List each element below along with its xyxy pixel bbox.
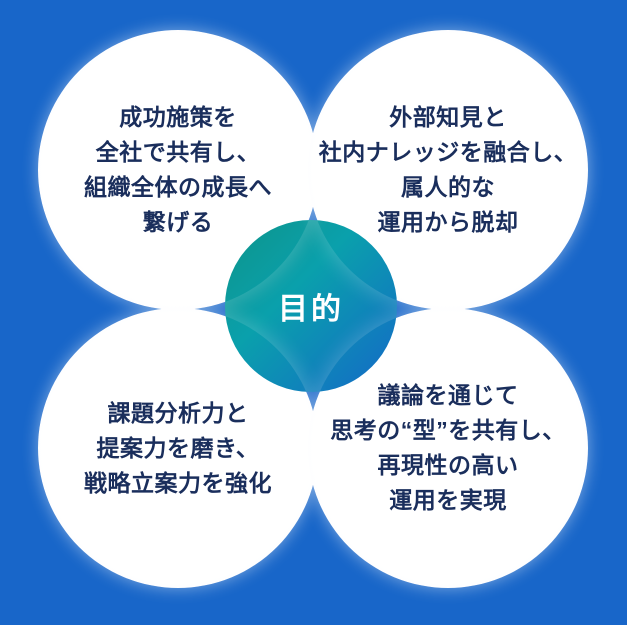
purpose-center-circle: 目的 [225,220,397,392]
benefit-circle-top-left: 成功施策を 全社で共有し、 組織全体の成長へ 繋げる [38,30,318,310]
benefit-text-bottom-right: 議論を通じて 思考の“型”を共有し、 再現性の高い 運用を実現 [330,382,566,513]
purpose-label: 目的 [278,293,344,326]
benefit-circle-top-right: 外部知見と 社内ナレッジを融合し、 属人的な 運用から脱却 [308,30,588,310]
benefit-text-top-left: 成功施策を 全社で共有し、 組織全体の成長へ 繋げる [84,104,272,235]
benefit-text-bottom-left: 課題分析力と 提案力を磨き、 戦略立案力を強化 [84,399,272,496]
benefit-text-top-right: 外部知見と 社内ナレッジを融合し、 属人的な 運用から脱却 [318,104,578,235]
